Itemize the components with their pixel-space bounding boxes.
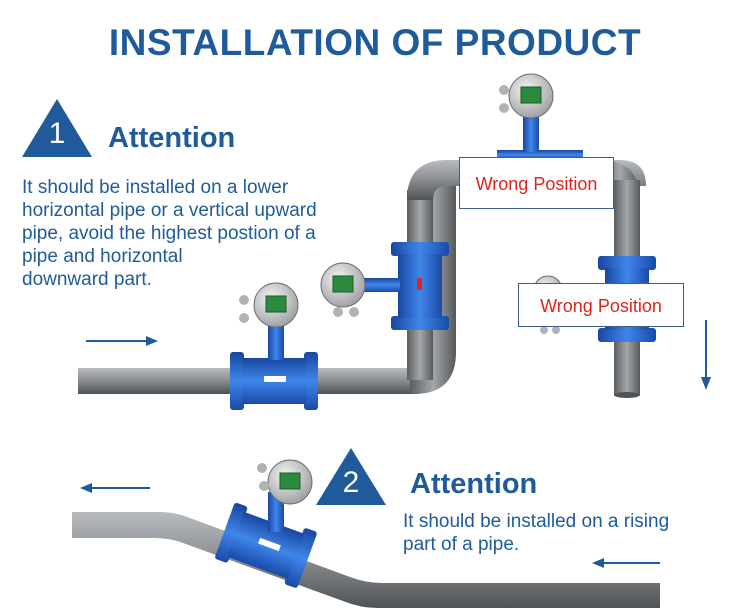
attention-1-heading: Attention <box>108 122 236 154</box>
step-2-number: 2 <box>342 466 360 499</box>
flowmeter-rising <box>215 502 317 588</box>
flowmeter-vertical-upward <box>320 242 449 330</box>
flow-arrow-right-icon <box>86 336 158 346</box>
attention-1-text: It should be installed on a lower horizo… <box>22 176 382 291</box>
attention-1-line: pipe, avoid the highest postion of a <box>22 223 316 244</box>
attention-1-line: downward part. <box>22 269 152 290</box>
flow-arrow-down-icon <box>701 320 711 390</box>
flowmeter-rising-head <box>257 459 313 532</box>
flow-arrow-left-icon <box>80 483 150 493</box>
page-title: INSTALLATION OF PRODUCT <box>108 22 642 63</box>
flowmeter-top-wrong <box>497 73 583 160</box>
flow-arrow-left-lower-icon <box>592 558 660 568</box>
attention-1-line: horizontal pipe or a vertical upward <box>22 200 317 221</box>
step-1-triangle-icon <box>22 99 92 157</box>
step-1-number: 1 <box>48 117 66 150</box>
step-2-triangle-icon <box>316 448 386 505</box>
lower-pipe <box>72 512 660 608</box>
attention-1-line: It should be installed on a lower <box>22 177 289 198</box>
attention-2-heading: Attention <box>410 468 538 500</box>
attention-2-line: It should be installed on a rising <box>403 511 670 532</box>
wrong-position-label-top: Wrong Position <box>459 157 614 209</box>
wrong-position-label-right: Wrong Position <box>518 283 684 327</box>
attention-2-text: It should be installed on a rising part … <box>403 510 733 556</box>
flowmeter-horizontal <box>230 282 318 410</box>
attention-2-line: part of a pipe. <box>403 534 520 555</box>
attention-1-line: pipe and horizontal <box>22 246 183 267</box>
